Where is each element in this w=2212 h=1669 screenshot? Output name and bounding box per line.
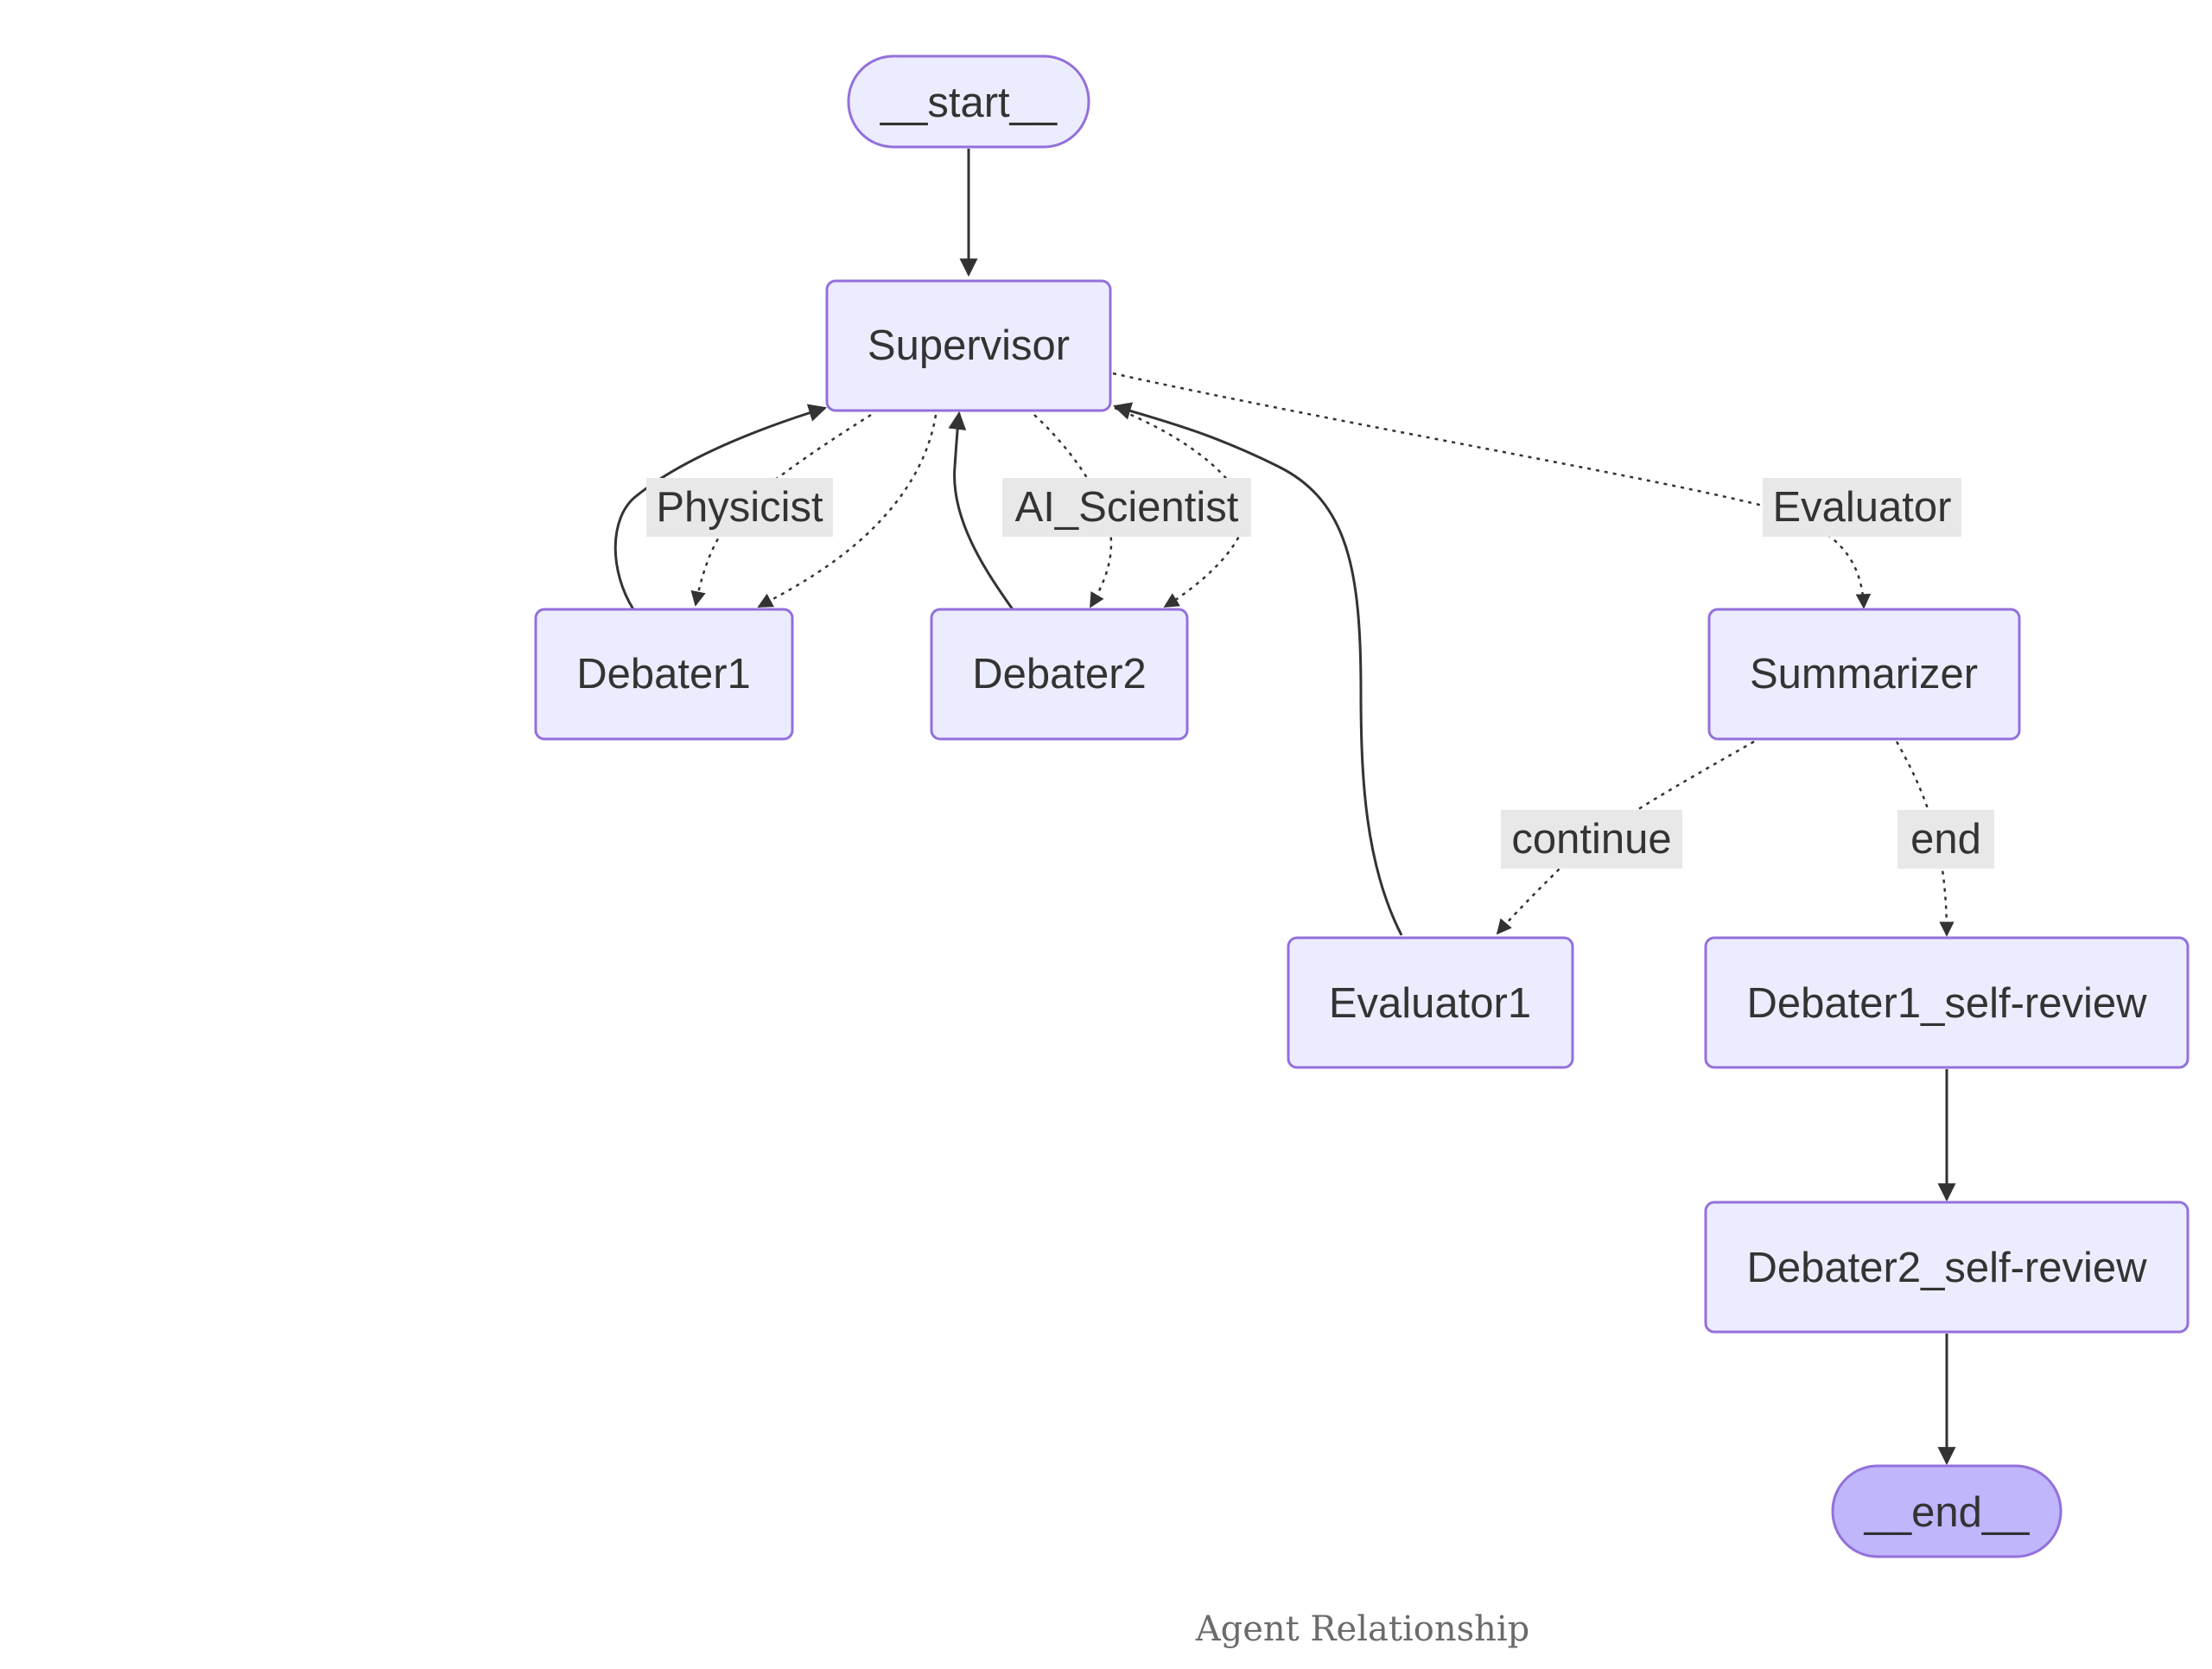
edge-label-ai-scientist-text: AI_Scientist <box>1015 484 1239 531</box>
edge-label-ai-scientist: AI_Scientist <box>1002 478 1251 537</box>
edge-label-physicist-text: Physicist <box>656 484 823 531</box>
node-end-label: __end__ <box>1864 1489 2031 1536</box>
node-debater2-label: Debater2 <box>972 651 1147 698</box>
node-supervisor-label: Supervisor <box>868 322 1070 369</box>
node-debater2-self-review-label: Debater2_self-review <box>1747 1245 2148 1291</box>
edge-supervisor-summarizer <box>1112 372 1872 609</box>
node-supervisor[interactable]: Supervisor <box>825 279 1112 412</box>
edge-label-end-text: end <box>1910 816 1981 863</box>
node-debater1-self-review[interactable]: Debater1_self-review <box>1704 936 2190 1069</box>
node-evaluator1-label: Evaluator1 <box>1329 980 1531 1027</box>
node-start[interactable]: __start__ <box>847 54 1090 149</box>
edge-supervisor-debater1-b <box>757 414 938 608</box>
edge-label-continue-text: continue <box>1511 816 1671 863</box>
edge-debater1-supervisor <box>613 404 828 610</box>
edge-debater2-supervisor <box>948 411 1014 610</box>
node-summarizer-label: Summarizer <box>1750 651 1978 698</box>
node-debater2[interactable]: Debater2 <box>930 608 1189 741</box>
node-debater1[interactable]: Debater1 <box>534 608 794 741</box>
edge-evaluator1-supervisor <box>1112 402 1403 936</box>
node-end[interactable]: __end__ <box>1831 1464 2063 1558</box>
node-summarizer[interactable]: Summarizer <box>1707 608 2021 741</box>
node-debater1-label: Debater1 <box>576 651 751 698</box>
node-debater2-self-review[interactable]: Debater2_self-review <box>1704 1201 2190 1334</box>
node-start-label: __start__ <box>880 80 1058 126</box>
edge-label-physicist: Physicist <box>646 478 833 537</box>
edge-label-end: end <box>1897 810 1994 869</box>
edge-label-evaluator: Evaluator <box>1763 478 1961 537</box>
figure-caption: Agent Relationship <box>1195 1609 1530 1649</box>
node-evaluator1[interactable]: Evaluator1 <box>1287 936 1574 1069</box>
edge-label-continue: continue <box>1501 810 1682 869</box>
edge-label-evaluator-text: Evaluator <box>1772 484 1951 531</box>
node-debater1-self-review-label: Debater1_self-review <box>1747 980 2148 1027</box>
